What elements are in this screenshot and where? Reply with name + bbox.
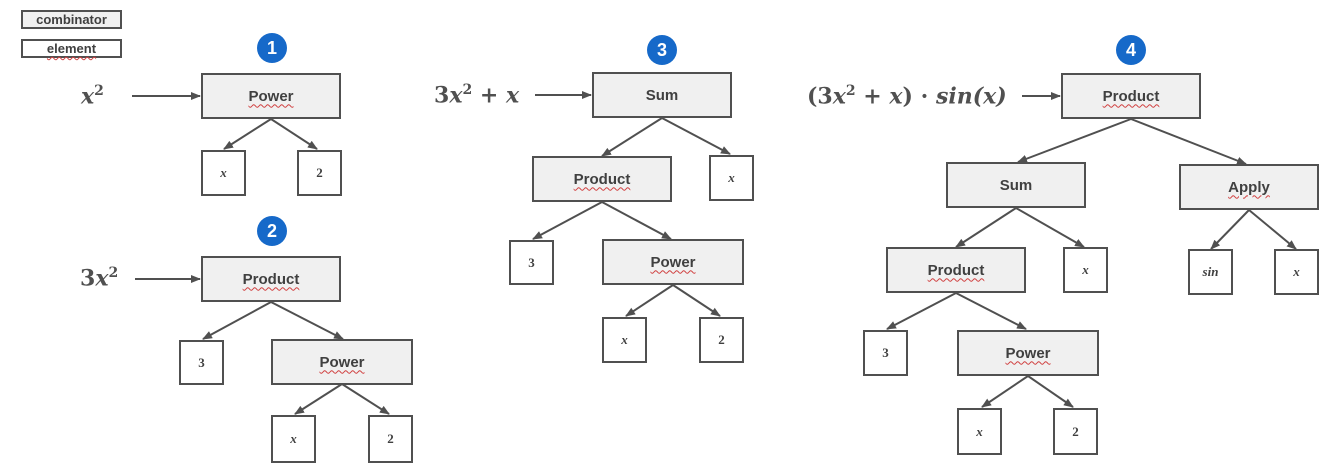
t4-sum-node: Sum [946,162,1086,208]
t3-three-node: 3 [509,240,554,285]
t4-sin-node: sin [1188,249,1233,295]
badge-3: 3 [647,35,677,65]
t3-power-node: Power [602,239,744,285]
badge-4: 4 [1116,35,1146,65]
t1-power-node: Power [201,73,341,119]
expression-3: 3x2 + x [434,82,520,109]
t3-product-node: Product [532,156,672,202]
t2-two-node: 2 [368,415,413,463]
t2-product-node: Product [201,256,341,302]
t2-power-node: Power [271,339,413,385]
legend-combinator-label: combinator [36,12,107,27]
t3-sum-node: Sum [592,72,732,118]
t1-x-node: x [201,150,246,196]
expression-2: 3x2 [80,265,119,292]
expression-1: x2 [81,83,104,110]
legend-element-label: element [46,41,97,56]
badge-2: 2 [257,216,287,246]
t4-inner-product-node: Product [886,247,1026,293]
badge-1: 1 [257,33,287,63]
t4-x-apply-node: x [1274,249,1319,295]
t2-three-node: 3 [179,340,224,385]
t4-x-node: x [957,408,1002,455]
t3-x-node: x [602,317,647,363]
expression-4: (3x2 + x) · sin(x) [807,83,1007,110]
t4-product-node: Product [1061,73,1201,119]
t3-x-top-node: x [709,155,754,201]
legend-element: element [21,39,122,58]
t4-power-node: Power [957,330,1099,376]
legend-combinator: combinator [21,10,122,29]
t4-apply-node: Apply [1179,164,1319,210]
t2-x-node: x [271,415,316,463]
t4-three-node: 3 [863,330,908,376]
t4-x-sum-node: x [1063,247,1108,293]
t1-two-node: 2 [297,150,342,196]
t3-two-node: 2 [699,317,744,363]
t4-two-node: 2 [1053,408,1098,455]
